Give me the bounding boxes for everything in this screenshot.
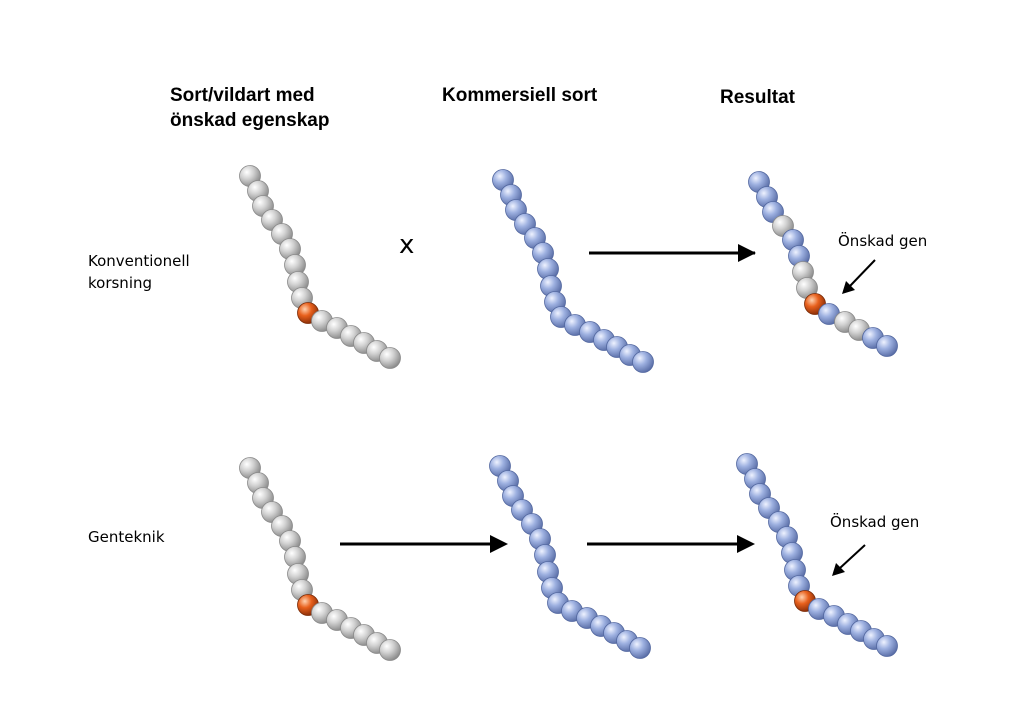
header-commercial: Kommersiell sort <box>442 85 598 106</box>
arrowhead-commercial-to-result <box>737 535 755 553</box>
header-result: Resultat <box>720 87 795 108</box>
chromosome-conventional-donor <box>239 165 401 369</box>
row-label-conventional-line1: Konventionell <box>88 252 190 270</box>
chromosome-conventional-result <box>748 171 898 357</box>
blue-bead <box>629 637 651 659</box>
header-donor-line1: Sort/vildart med <box>170 85 315 106</box>
pointer-gene-conventional <box>849 259 876 287</box>
gray-bead <box>379 347 401 369</box>
beads-layer <box>239 165 898 661</box>
blue-bead <box>876 335 898 357</box>
cross-symbol: x <box>399 230 415 260</box>
arrowhead-donor-to-commercial <box>490 535 508 553</box>
blue-bead <box>876 635 898 657</box>
gene-label-conventional: Önskad gen <box>838 232 928 250</box>
pointer-head-conventional <box>842 281 855 294</box>
header-donor-line2: önskad egenskap <box>170 110 330 131</box>
chromosome-genetic-result <box>736 453 898 657</box>
arrowhead-conventional <box>738 244 756 262</box>
pointer-gene-genetic <box>839 544 866 569</box>
gene-label-genetic: Önskad gen <box>830 513 920 531</box>
row-label-genetic: Genteknik <box>88 528 165 546</box>
row-label-conventional: Konventionell korsning <box>88 250 190 294</box>
chromosome-genetic-donor <box>239 457 401 661</box>
pointer-head-genetic <box>832 563 845 576</box>
gray-bead <box>379 639 401 661</box>
chromosome-genetic-commercial <box>489 455 651 659</box>
row-label-conventional-line2: korsning <box>88 274 153 292</box>
blue-bead <box>632 351 654 373</box>
header-donor: Sort/vildart med önskad egenskap <box>170 83 329 133</box>
chromosome-conventional-commercial <box>492 169 654 373</box>
arrows-layer <box>340 244 876 576</box>
